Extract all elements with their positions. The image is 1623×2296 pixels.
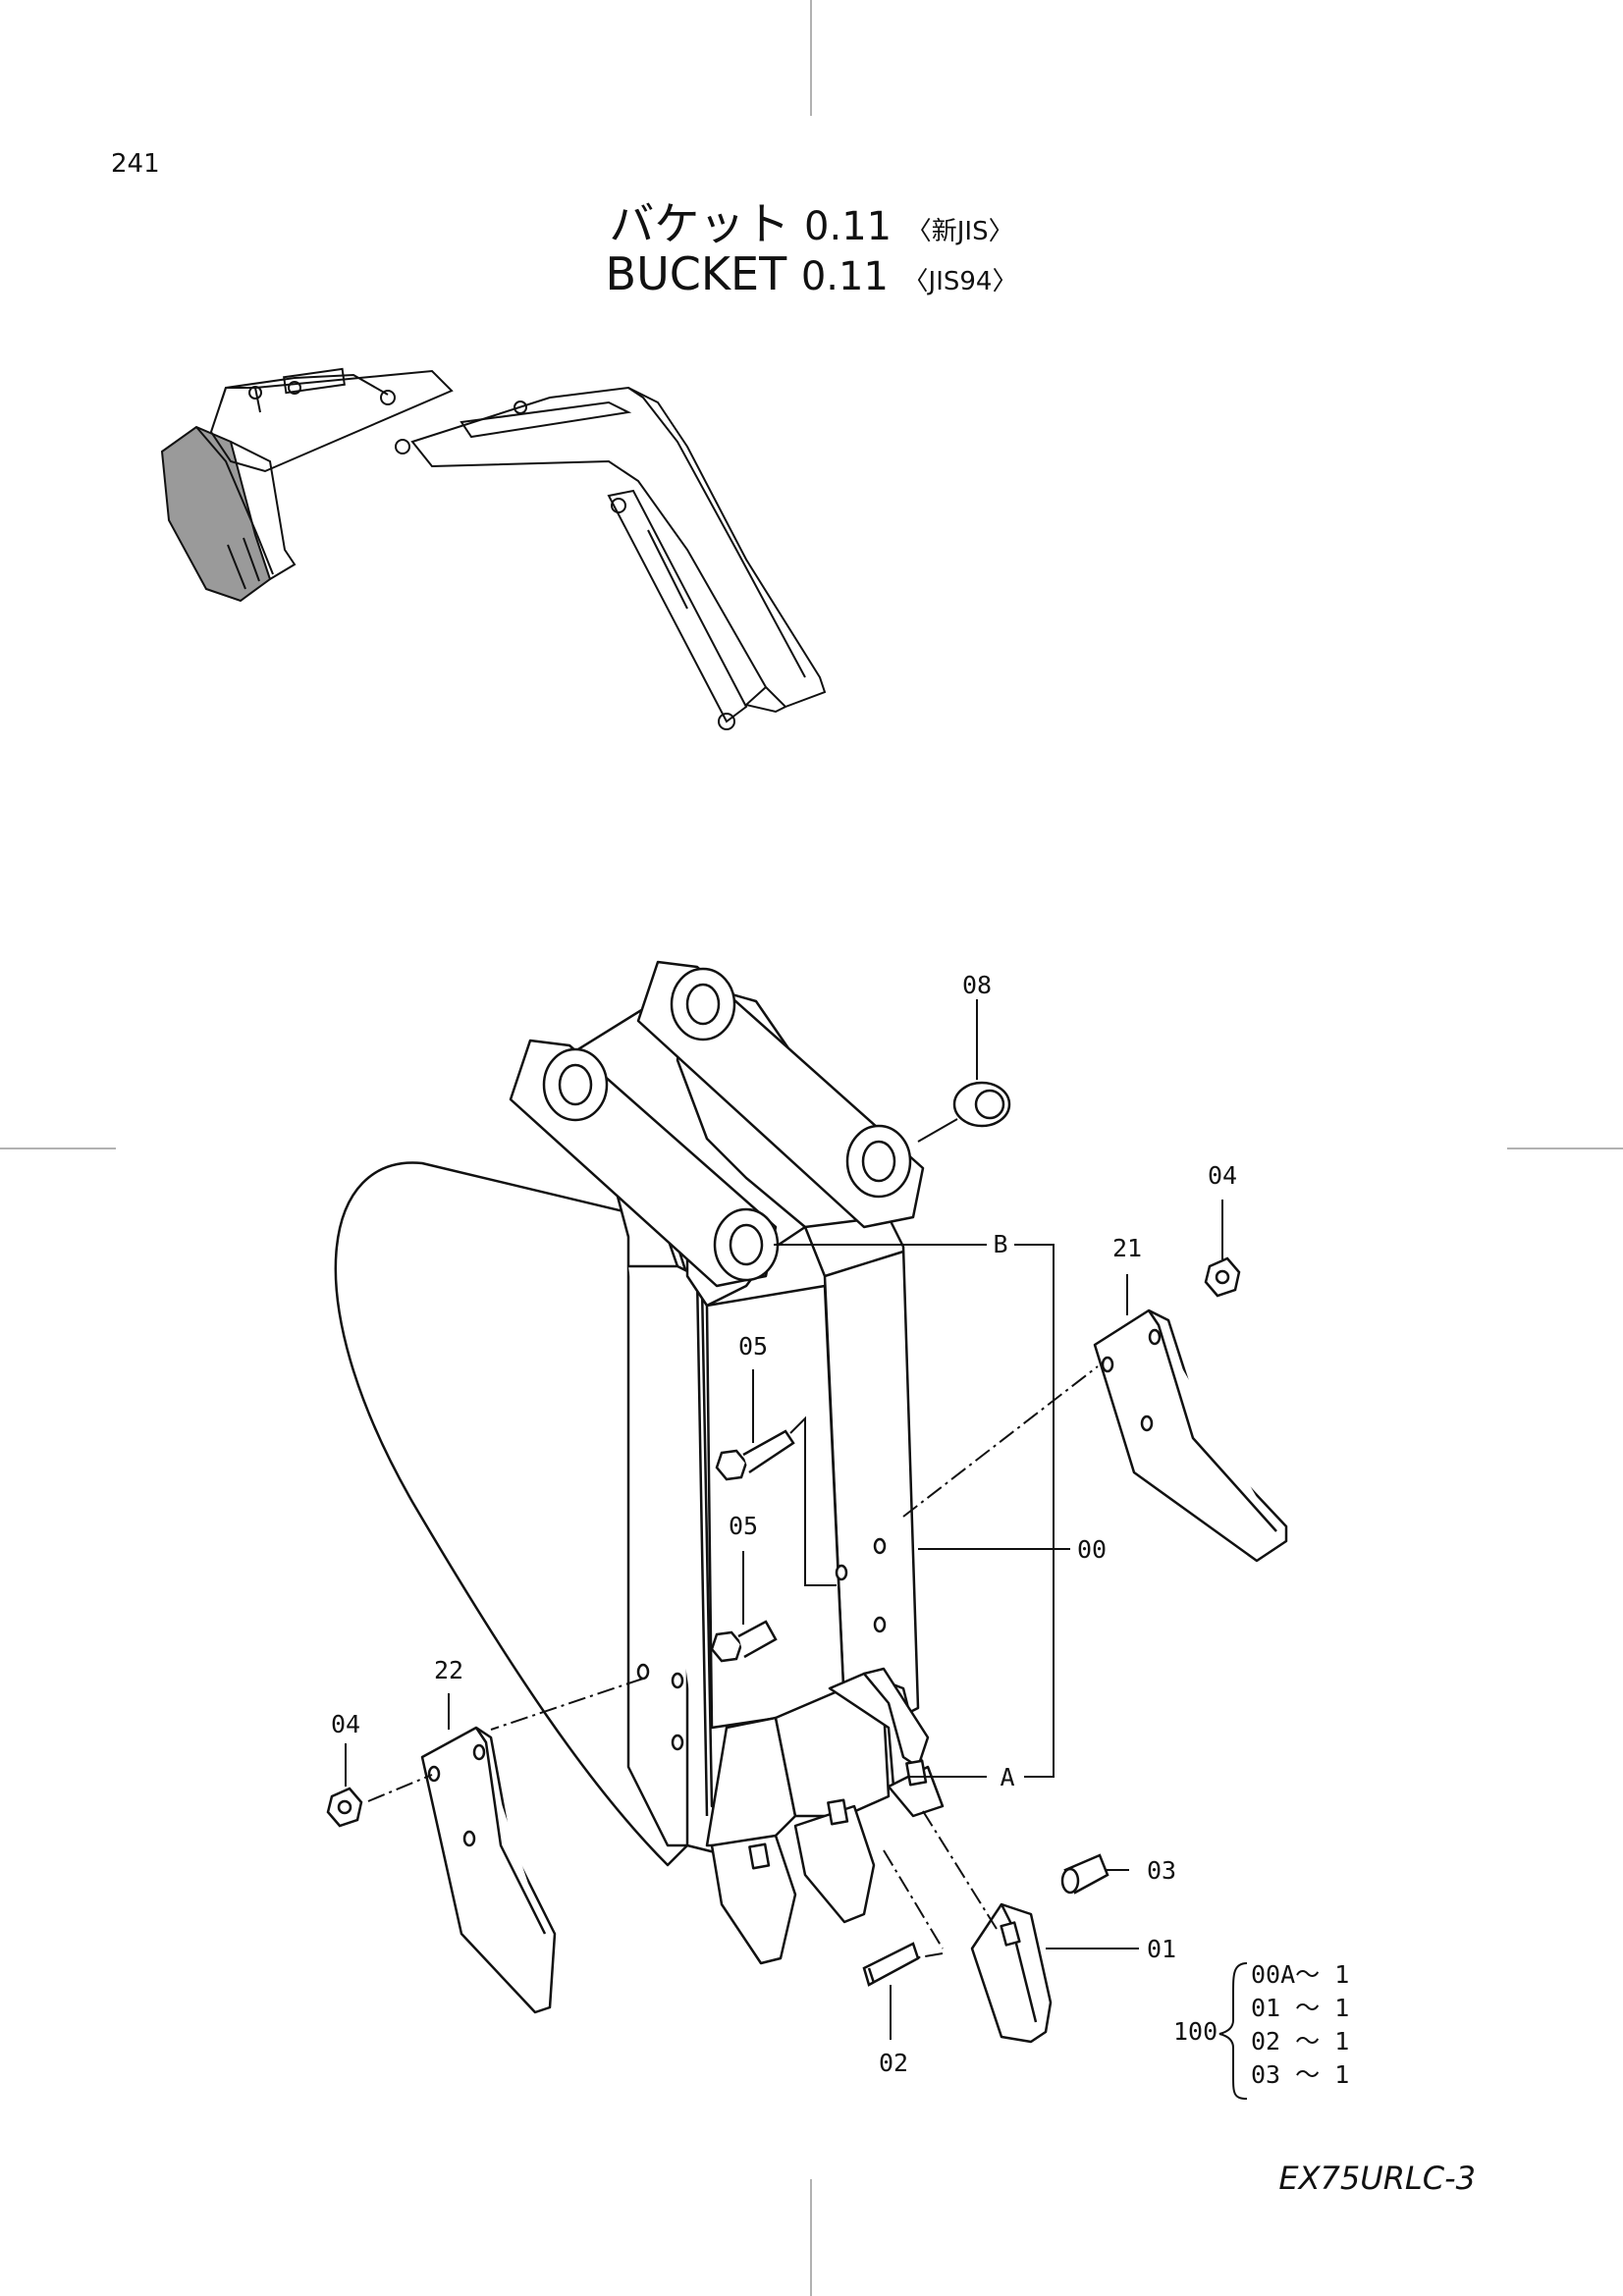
callout-00: 00: [1077, 1535, 1107, 1564]
bolt-05-upper: [715, 1429, 795, 1481]
side-cutter-left: [420, 1726, 557, 2014]
attachment-thumbnail: [160, 367, 827, 730]
side-cutter-right: [1093, 1308, 1288, 1563]
kit-item-00A: 00A～ 1: [1251, 1960, 1349, 1989]
title-capacity-en: 0.11: [800, 254, 889, 299]
callout-05-upper: 05: [738, 1332, 768, 1361]
bucket-body: [334, 960, 945, 1965]
page-number: 241: [111, 149, 160, 179]
callout-05-lower: 05: [729, 1512, 758, 1540]
leader-lines: [345, 999, 1223, 2040]
nut-04-left: [326, 1787, 363, 1828]
callout-02: 02: [879, 2049, 908, 2077]
callout-21: 21: [1112, 1234, 1142, 1262]
callout-08: 08: [962, 971, 992, 999]
tooth-01: [970, 1902, 1053, 2044]
title-jp-name: バケット: [609, 197, 790, 250]
kit-item-02: 02 ～ 1: [1251, 2027, 1349, 2056]
kit-item-01: 01 ～ 1: [1251, 1994, 1349, 2022]
kit-number: 100: [1173, 2017, 1217, 2046]
chain-lines: [367, 1365, 1099, 1959]
title-capacity: 0.11: [804, 204, 893, 249]
kit-item-03: 03 ～ 1: [1251, 2060, 1349, 2089]
callout-04-right: 04: [1208, 1161, 1237, 1190]
callout-03: 03: [1147, 1856, 1176, 1885]
title-japanese: バケット 0.11 〈新JIS〉: [0, 188, 1623, 253]
callout-22: 22: [434, 1656, 463, 1684]
callout-01: 01: [1147, 1935, 1176, 1963]
kit-list: 100 00A～ 1 01 ～ 1 02 ～ 1 03 ～ 1: [1173, 1960, 1349, 2100]
callout-A: A: [1000, 1763, 1014, 1791]
title-jp-standard: 〈新JIS〉: [905, 217, 1014, 246]
title-en-name: BUCKET: [605, 247, 787, 300]
model-number: EX75URLC-3: [1278, 2160, 1476, 2197]
kit-brace: [1218, 1962, 1248, 2100]
lock-02: [862, 1942, 920, 1987]
pin-03: [1060, 1853, 1109, 1895]
callouts: 08 04 21 B 05 00 05 22 04 A 03 01 02: [331, 971, 1237, 2077]
title-english: BUCKET 0.11 〈JIS94〉: [0, 247, 1623, 300]
callout-04-left: 04: [331, 1710, 360, 1738]
nut-04-right: [1204, 1256, 1241, 1298]
bolt-05-lower: [710, 1620, 778, 1663]
callout-B: B: [993, 1230, 1007, 1258]
title-en-standard: 〈JIS94〉: [902, 267, 1018, 296]
bushing-08: [952, 1081, 1011, 1128]
